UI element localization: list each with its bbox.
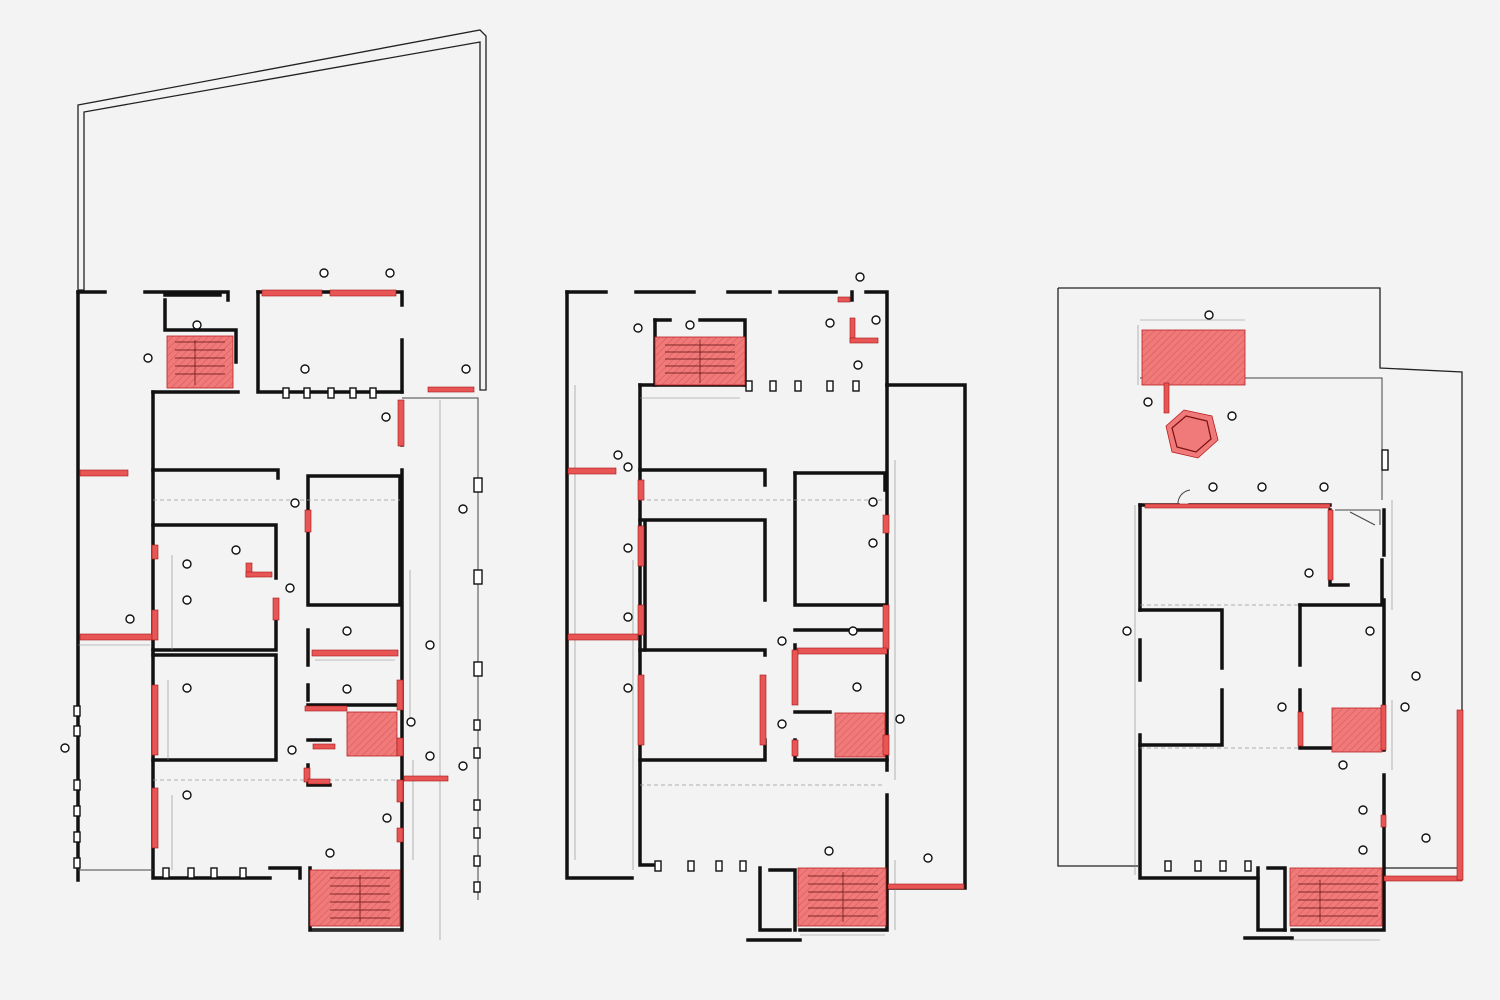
- outer-walls-right: [1138, 449, 1389, 940]
- site-boundary-left: [77, 29, 487, 391]
- dimensions-right: [1134, 319, 1393, 941]
- window-posts-left: [162, 387, 377, 879]
- dimensions-middle: [574, 385, 896, 936]
- stairs-right: [1298, 875, 1378, 922]
- window-posts-right: [1164, 860, 1252, 872]
- plan-middle: [565, 272, 967, 942]
- porch-posts-left: [73, 705, 153, 871]
- window-posts-middle: [654, 380, 860, 872]
- interior-walls-left: [151, 468, 402, 787]
- stairs-left: [175, 340, 390, 922]
- highlights-left: [79, 289, 475, 927]
- door-swing-right: [1177, 489, 1381, 526]
- plan-right: [1057, 287, 1464, 941]
- plan-left: [60, 29, 487, 940]
- interior-walls-middle: [638, 290, 889, 762]
- colonnade-left: [402, 397, 483, 900]
- highlights-middle: [567, 296, 965, 927]
- element-tags-right: [1122, 310, 1431, 855]
- stairs-middle: [665, 340, 878, 922]
- highlights-right: [1141, 329, 1464, 927]
- element-tags-middle: [613, 272, 933, 863]
- site-boundary-right: [1058, 287, 1463, 869]
- element-tags-left: [60, 268, 471, 858]
- dimensions-left: [78, 400, 441, 940]
